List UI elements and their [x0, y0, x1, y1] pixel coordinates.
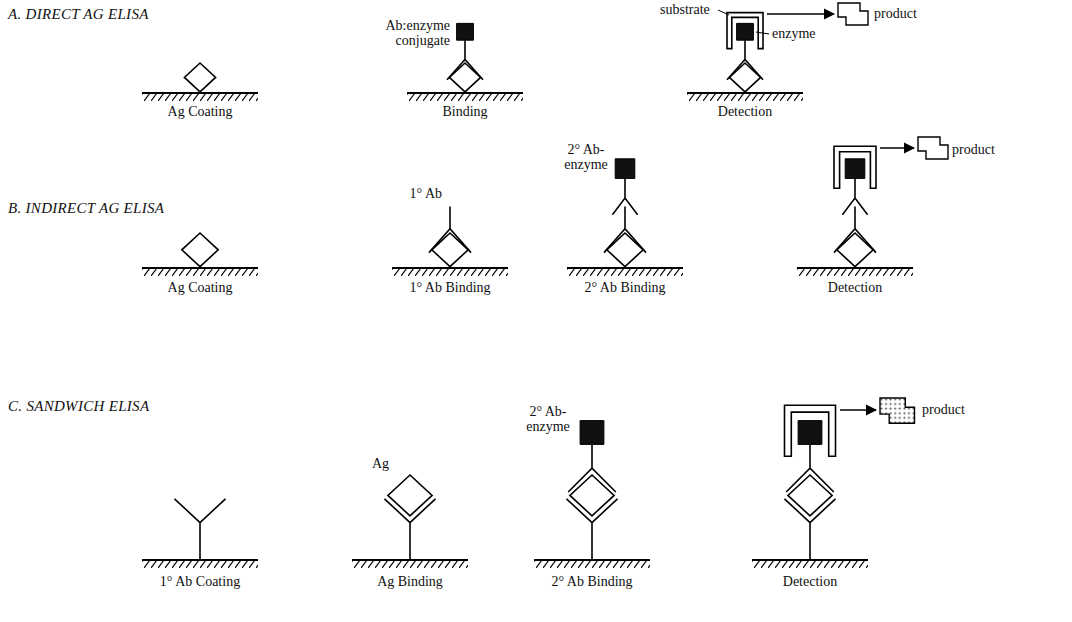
part-label: product — [952, 142, 995, 157]
part-label: product — [874, 6, 917, 21]
antibody-stack — [567, 421, 618, 560]
antigen-diamond — [729, 63, 760, 92]
leader-line — [718, 10, 729, 15]
product-shape — [838, 3, 868, 25]
plate-surface — [142, 268, 258, 276]
plate-surface — [392, 268, 508, 276]
leader-line — [756, 32, 769, 34]
antigen-diamond — [788, 475, 832, 516]
plate-surface — [687, 93, 803, 101]
plate-surface — [752, 560, 868, 568]
step-label: Detection — [828, 280, 882, 295]
antibody-stack — [175, 499, 226, 560]
part-label: 1° Ab — [402, 186, 442, 201]
step-label: Ag Coating — [168, 104, 233, 119]
reaction-arrow — [767, 13, 834, 14]
plate-surface — [142, 93, 258, 101]
plate-surface — [534, 560, 650, 568]
part-label: product — [922, 402, 965, 417]
antigen-diamond — [570, 475, 614, 516]
plate-surface — [567, 268, 683, 276]
step-label: 1° Ab Coating — [160, 574, 240, 589]
antigen-stack — [429, 206, 471, 266]
antibody-symbol — [842, 178, 867, 214]
antigen-stack — [184, 63, 215, 92]
antibody-symbol — [786, 444, 834, 492]
antigen-stack — [182, 233, 218, 267]
antibody-symbol — [447, 40, 483, 80]
enzyme-square — [845, 159, 865, 179]
substrate-cup — [785, 405, 836, 456]
reaction-arrow — [840, 409, 876, 410]
substrate-cup — [727, 13, 763, 49]
enzyme-square — [457, 23, 474, 40]
antigen-diamond — [607, 233, 643, 267]
product-shape — [918, 137, 948, 159]
step-label: Detection — [718, 104, 772, 119]
antigen-diamond — [837, 233, 873, 267]
enzyme-square — [798, 421, 822, 445]
plate-surface — [142, 560, 258, 568]
antigen-diamond — [449, 63, 480, 92]
substrate-cup — [834, 146, 876, 188]
step-label: 1° Ab Binding — [409, 280, 490, 295]
step-label: Ag Binding — [377, 574, 443, 589]
part-label: 2° Ab-enzyme — [560, 142, 612, 173]
enzyme-square — [615, 159, 635, 179]
step-label: 2° Ab Binding — [551, 574, 632, 589]
antibody-symbol — [175, 499, 226, 560]
antigen-diamond — [182, 233, 218, 267]
reaction-arrow — [880, 147, 914, 148]
plate-surface — [797, 268, 913, 276]
part-label: Ab:enzyme conjugate — [376, 18, 450, 49]
enzyme-square — [737, 23, 754, 40]
plate-surface — [352, 560, 468, 568]
product-shape — [880, 398, 915, 423]
antibody-symbol — [568, 444, 616, 492]
section-heading: A. DIRECT AG ELISA — [8, 6, 149, 23]
enzyme-square — [580, 421, 604, 445]
product-shape — [880, 398, 915, 423]
antibody-symbol — [429, 206, 471, 252]
section-heading: B. INDIRECT AG ELISA — [8, 200, 164, 217]
antibody-symbol — [604, 206, 646, 252]
part-label: 2° Ab-enzyme — [522, 404, 574, 435]
step-label: Binding — [442, 104, 487, 119]
plate-surface — [407, 93, 523, 101]
antibody-symbol — [612, 178, 637, 214]
antigen-stack — [447, 23, 483, 91]
part-label: enzyme — [772, 26, 816, 41]
step-label: Ag Coating — [168, 280, 233, 295]
antigen-diamond — [184, 63, 215, 92]
step-label: Detection — [783, 574, 837, 589]
antigen-stack — [727, 13, 763, 92]
antigen-stack — [834, 146, 876, 266]
antigen-stack — [604, 159, 646, 267]
antigen-diamond — [388, 475, 432, 516]
part-label: substrate — [660, 2, 710, 17]
antigen-diamond — [432, 233, 468, 267]
antibody-stack — [785, 405, 836, 560]
antibody-symbol — [834, 206, 876, 252]
antibody-stack — [385, 475, 436, 560]
part-label: Ag — [372, 456, 389, 471]
step-label: 2° Ab Binding — [584, 280, 665, 295]
section-heading: C. SANDWICH ELISA — [8, 398, 149, 415]
